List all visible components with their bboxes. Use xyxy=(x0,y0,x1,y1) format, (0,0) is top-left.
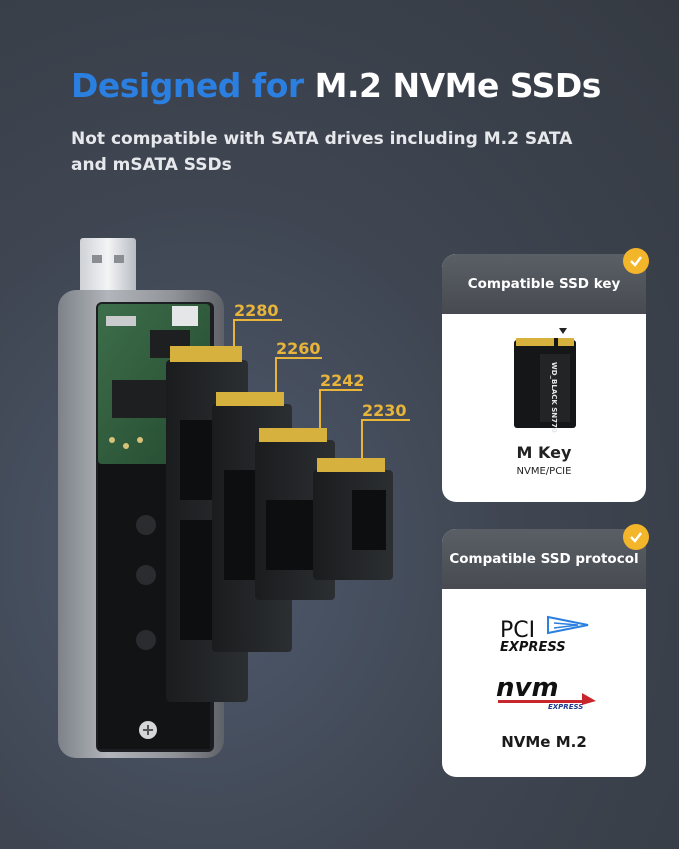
size-label-2242: 2242 xyxy=(320,371,365,390)
compatible-protocol-card: Compatible SSD protocol PCI EXPRESS nvm … xyxy=(442,529,646,777)
protocol-label: NVMe M.2 xyxy=(501,733,587,751)
nvm-express-logo: nvm EXPRESS xyxy=(496,673,596,711)
size-leader-lines xyxy=(233,319,410,458)
key-name: M Key xyxy=(516,443,572,462)
svg-text:EXPRESS: EXPRESS xyxy=(500,640,566,655)
title-white-part: M.2 NVMe SSDs xyxy=(314,66,602,105)
page-title: Designed for M.2 NVMe SSDs xyxy=(71,66,601,105)
check-icon xyxy=(623,248,649,274)
compatible-key-heading: Compatible SSD key xyxy=(442,254,646,314)
size-label-2260: 2260 xyxy=(276,339,321,358)
subtitle: Not compatible with SATA drives includin… xyxy=(71,129,573,175)
compatible-key-card: Compatible SSD key WD_BLACK SN770 M Key … xyxy=(442,254,646,502)
ssd-print-text: WD_BLACK SN770 xyxy=(550,362,558,433)
m2-ssd-image: WD_BLACK SN770 xyxy=(514,328,576,433)
protocol-logos: PCI EXPRESS nvm EXPRESS xyxy=(496,615,596,711)
size-label-2280: 2280 xyxy=(234,301,279,320)
check-icon xyxy=(623,524,649,550)
pci-express-logo: PCI EXPRESS xyxy=(500,615,589,655)
svg-text:EXPRESS: EXPRESS xyxy=(548,703,583,711)
svg-text:nvm: nvm xyxy=(496,673,559,703)
title-blue-part: Designed for xyxy=(71,66,304,105)
compatible-protocol-heading: Compatible SSD protocol xyxy=(442,529,646,589)
usb-plug xyxy=(80,238,136,298)
size-label-2230: 2230 xyxy=(362,401,407,420)
key-sub: NVME/PCIE xyxy=(516,466,572,477)
ssd-2230 xyxy=(313,458,393,580)
svg-text:PCI: PCI xyxy=(500,618,535,643)
